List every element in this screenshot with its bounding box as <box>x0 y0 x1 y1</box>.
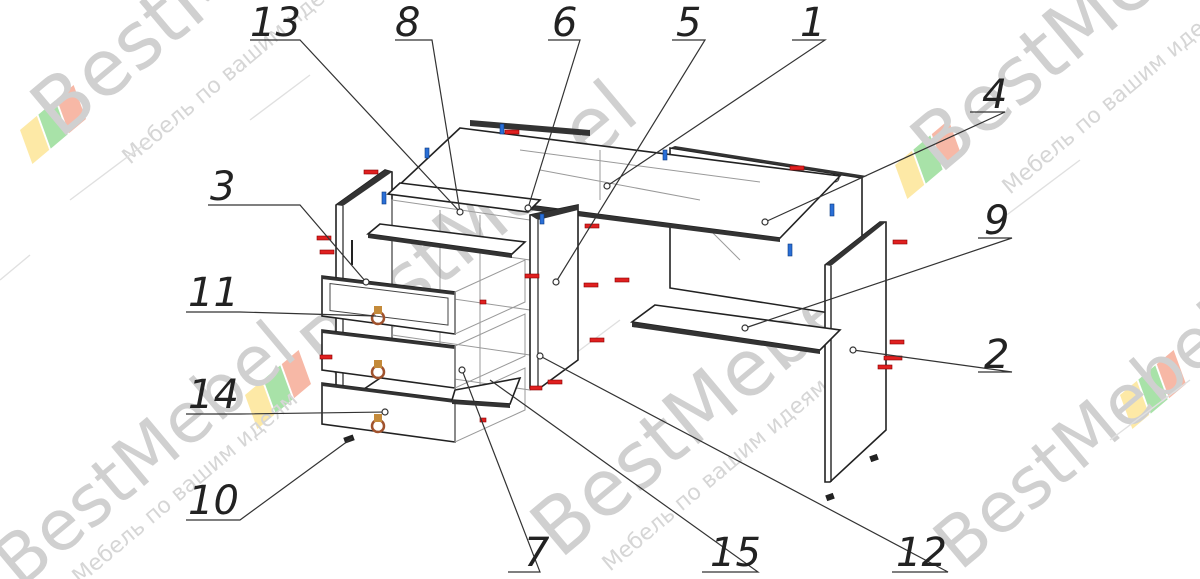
part-right-side-panel <box>824 221 887 502</box>
callout-1: 1 <box>800 0 825 46</box>
part-drawer-middle <box>321 313 526 389</box>
callout-11: 11 <box>188 270 239 316</box>
part-pedestal-base <box>450 376 522 408</box>
callout-4: 4 <box>982 72 1007 118</box>
callout-14: 14 <box>188 372 239 418</box>
part-drawer-top <box>321 259 526 335</box>
part-shelf <box>629 304 842 354</box>
callout-3: 3 <box>210 164 235 210</box>
callout-labels: 13 8 6 5 1 4 3 9 11 2 14 10 7 15 12 <box>188 0 1009 576</box>
leader-lines <box>186 39 1013 573</box>
callout-2: 2 <box>984 332 1009 378</box>
watermark-brand-5: BestMebel <box>918 287 1200 579</box>
callout-9: 9 <box>984 198 1009 244</box>
fasteners-red <box>316 129 908 423</box>
part-pedestal-inner-shelf <box>366 223 527 258</box>
part-pedestal-divider <box>529 204 579 389</box>
watermark-logo-2 <box>895 120 961 199</box>
callout-13: 13 <box>250 0 301 46</box>
callout-10: 10 <box>188 478 239 524</box>
callout-8: 8 <box>395 0 420 46</box>
watermark-brand-6: BestMebel <box>0 305 311 579</box>
fasteners-blue <box>381 123 835 257</box>
watermark-logo-3 <box>245 350 311 429</box>
watermark-logo-1 <box>20 85 86 164</box>
callout-6: 6 <box>552 0 577 46</box>
callout-12: 12 <box>896 530 947 576</box>
part-pedestal-top-shelf <box>386 182 542 213</box>
watermark-swooshes <box>0 74 1191 441</box>
callout-5: 5 <box>676 0 701 46</box>
callout-7: 7 <box>524 530 550 576</box>
watermark-brand-1: BestMebel <box>14 0 384 155</box>
callout-15: 15 <box>710 530 761 576</box>
